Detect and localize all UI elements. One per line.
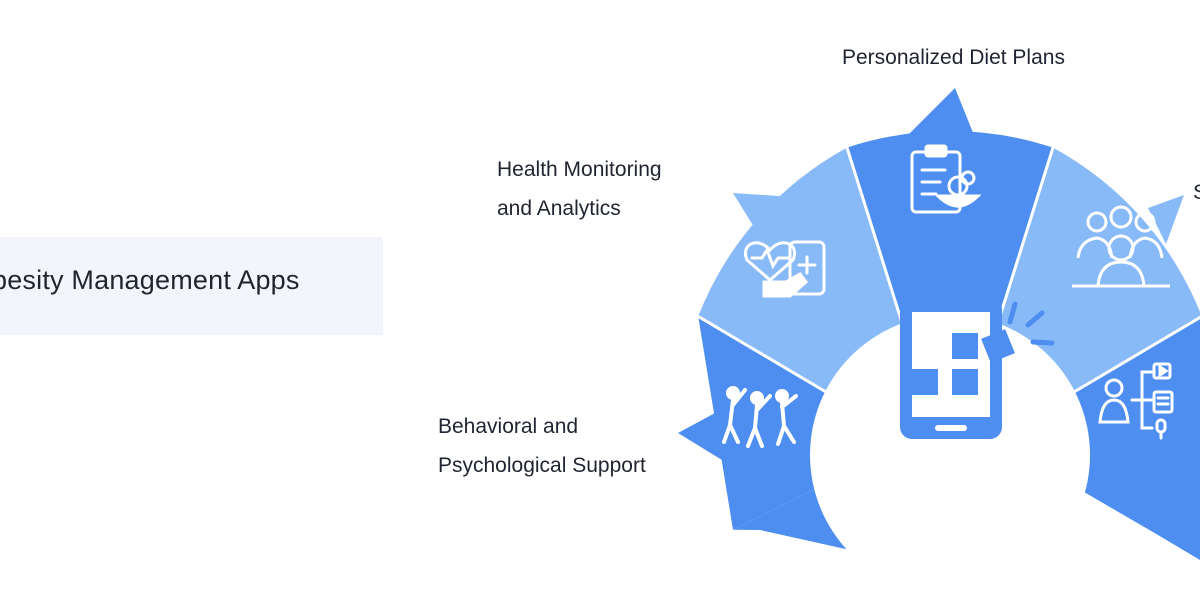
diet-plan-icon [910,144,982,214]
label-line: S [1193,173,1200,212]
label-line: Personalized Diet Plans [842,46,1065,69]
label-behavioral-support: Behavioral and Psychological Support [438,407,646,485]
mobile-app-icon [900,297,1055,439]
pointer-community [1148,195,1184,244]
segment-diet [847,131,1053,324]
label-line: Behavioral and [438,415,579,438]
segment-health [698,147,903,392]
label-personalized-diet-plans: Personalized Diet Plans [842,38,1065,77]
center-hub [810,315,1090,595]
segment-community [997,147,1200,392]
label-line: Psychological Support [438,454,646,477]
title-box: besity Management Apps [0,237,383,335]
pointer-diet [908,88,978,145]
page-title: besity Management Apps [0,265,300,295]
educational-content-icon [1098,362,1174,440]
label-line: and Analytics [497,197,621,220]
group-exercise-icon [722,386,798,448]
label-line: Health Monitoring [497,158,662,181]
label-community-partial: S [1193,173,1200,212]
community-group-icon [1072,205,1170,288]
segment-dividers [697,147,1200,394]
label-health-monitoring: Health Monitoring and Analytics [497,150,662,228]
health-monitoring-icon [743,240,826,298]
